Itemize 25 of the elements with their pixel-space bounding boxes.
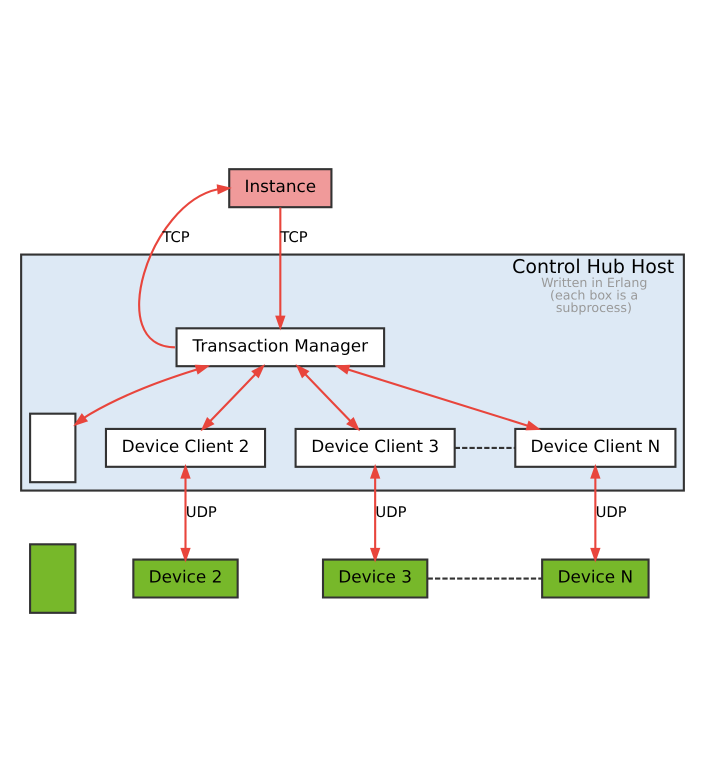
node-box: Device 3 [322,558,428,598]
edge-label: TCP [162,228,190,246]
arrow [590,463,601,562]
arrow [180,463,191,562]
connector [454,446,516,448]
arrow [73,364,210,426]
node-box [29,542,76,614]
arrow [200,364,266,431]
connector [428,577,542,580]
node-box: Device 2 [132,558,239,598]
node-box: Device Client 3 [294,427,456,468]
edge-label: UDP [596,504,627,521]
node-box: Instance [228,168,332,208]
node-box: Transaction Manager [176,326,386,367]
edge-label: UDP [186,504,217,521]
node-box: Device Client 2 [104,427,266,468]
arrow [370,463,380,562]
node-box: Device Client N [514,427,676,468]
edge-label: UDP [375,504,406,521]
node-box: Device N [541,558,650,598]
node-box [29,412,76,483]
arrow [138,184,232,348]
arrow [334,364,542,430]
arrow [275,207,286,330]
arrow [296,364,360,431]
